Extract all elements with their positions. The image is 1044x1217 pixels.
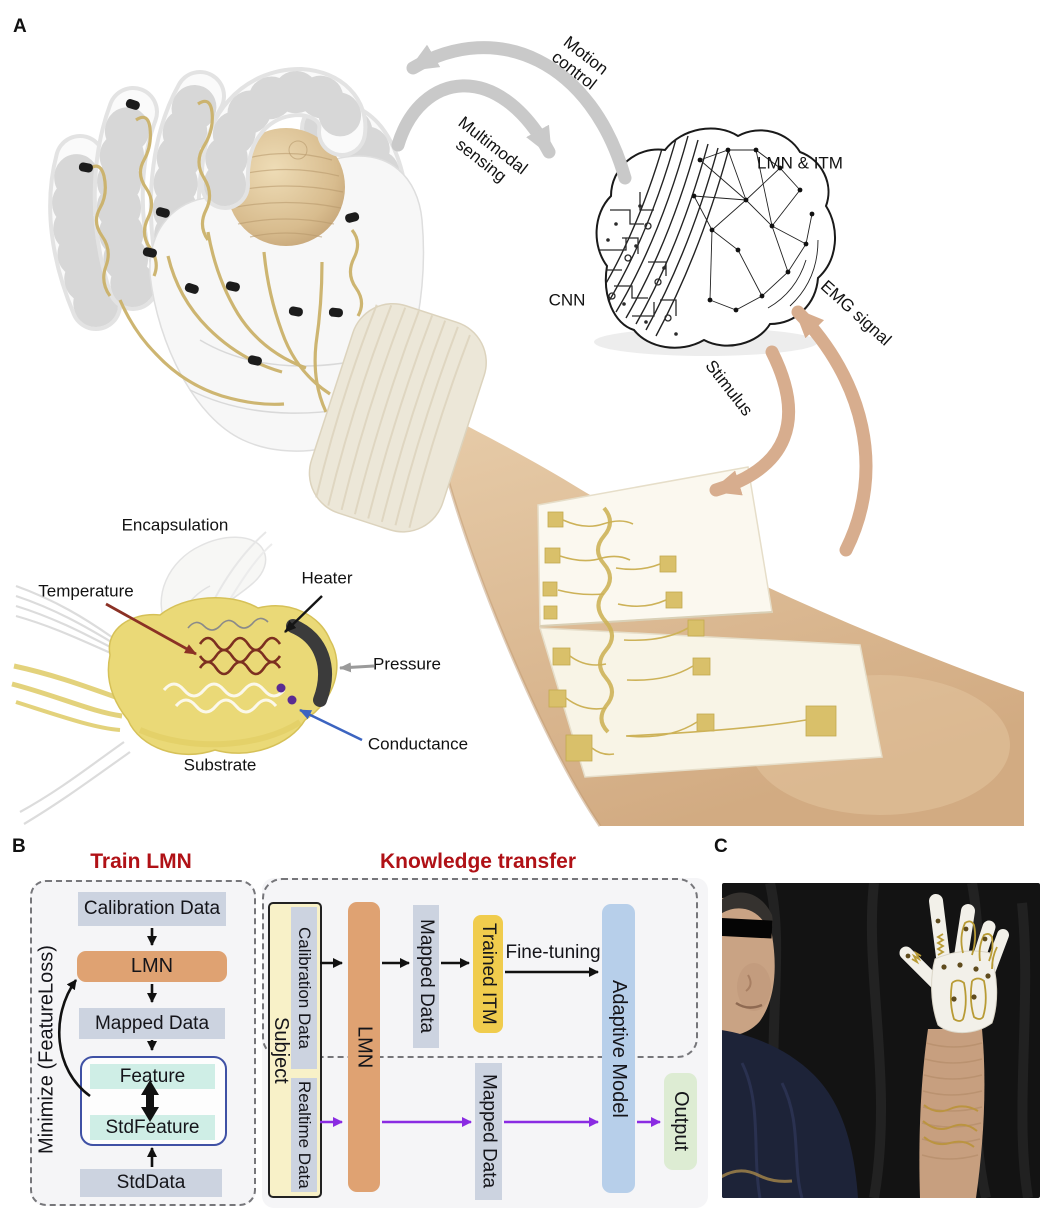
knuckle-screws: [905, 918, 991, 1002]
emg-signal-label: EMG signal: [817, 276, 896, 350]
pressure-leader-arrow: [339, 662, 375, 673]
panel-a-label: A: [13, 16, 27, 37]
motion-control-label: Motion control: [548, 32, 612, 94]
robotic-hand: [48, 66, 425, 452]
mouth-line: [735, 1001, 763, 1009]
adaptive-model-node: Adaptive Model: [602, 904, 635, 1193]
prosthetic-forearm: [919, 1029, 985, 1198]
brain-circuit-dots: [602, 204, 678, 336]
lmn-itm-label: LMN & ITM: [757, 153, 843, 173]
bandage-wrap: [308, 302, 487, 533]
fine-tuning-label: Fine-tuning: [505, 942, 601, 963]
panel-b-label: B: [12, 836, 26, 857]
brain-stripes: [596, 128, 729, 337]
kt-mapped-data-upper-node: Mapped Data: [413, 905, 439, 1048]
heater-label: Heater: [301, 568, 353, 588]
std-feature-node: StdFeature: [90, 1115, 215, 1140]
panel-c-photo: [722, 883, 1040, 1198]
substrate-label: Substrate: [183, 755, 257, 775]
train-mapped-data-node: Mapped Data: [79, 1008, 225, 1039]
encapsulation-ghost: [160, 531, 273, 637]
encapsulation-label: Encapsulation: [121, 515, 229, 535]
train-lmn-node: LMN: [77, 951, 227, 982]
multimodal-sensing-label: Multimodal sensing: [452, 112, 532, 187]
heater-leader-arrow: [284, 595, 323, 633]
white-serpentines: [162, 682, 286, 714]
prosthetic-hand-photo: [899, 894, 1009, 1034]
conductance-leader-arrow: [299, 708, 363, 742]
conductance-label: Conductance: [367, 734, 469, 754]
kt-mapped-data-lower-node: Mapped Data: [475, 1063, 502, 1200]
pressure-sensor-arc: [286, 619, 332, 707]
brain-circuit-half: [600, 192, 677, 322]
minimize-featureloss-label: Minimize (FeatureLoss): [35, 945, 58, 1155]
cnn-label: CNN: [548, 290, 586, 310]
heater-wire: [187, 617, 269, 631]
brain-network-half: [693, 149, 819, 311]
feature-compare-group: Feature StdFeature: [80, 1056, 227, 1146]
substrate-blob: [107, 597, 338, 756]
residual-arm: [433, 408, 1024, 827]
conductance-dot: [287, 695, 297, 705]
brain-arm-arrows: [709, 305, 873, 557]
hand-gold-serpentines: [911, 920, 998, 1022]
shirt-print: [722, 1169, 793, 1183]
panel-a-illustration: [11, 41, 1024, 827]
index-finger: [199, 66, 368, 210]
patch-electrode-pads: [542, 511, 837, 762]
hand-studs: [78, 99, 360, 366]
temperature-leader-arrow: [105, 602, 197, 656]
epidermal-electrode-patch: [537, 466, 883, 778]
train-lmn-group-box: [30, 880, 256, 1206]
panel-c-photo-art: [722, 883, 1040, 1198]
hair: [722, 892, 773, 930]
train-lmn-title: Train LMN: [90, 850, 192, 873]
temperature-label: Temperature: [38, 581, 134, 601]
ribbon-cables-gold: [11, 663, 125, 732]
output-node: Output: [664, 1073, 697, 1170]
feature-node: Feature: [90, 1064, 215, 1089]
subject-person: [722, 892, 858, 1198]
kt-lmn-node: LMN: [348, 902, 380, 1192]
hand-gold-traces: [86, 99, 364, 413]
pressure-label: Pressure: [372, 654, 442, 674]
nose-line: [745, 974, 752, 992]
temperature-coil: [198, 636, 282, 676]
panel-c-label: C: [714, 836, 728, 857]
trained-itm-node: Trained ITM: [473, 915, 503, 1033]
emg-signal-arrow: [791, 305, 873, 557]
knowledge-transfer-title: Knowledge transfer: [379, 850, 577, 873]
conductance-dot: [276, 683, 286, 693]
std-data-node: StdData: [80, 1169, 222, 1197]
subject-box: Subject Calibration Data Realtime Data: [268, 902, 322, 1198]
knowledge-transfer-group-box: [262, 878, 698, 1058]
shirt-folds: [740, 1062, 804, 1198]
patch-traces: [557, 506, 807, 756]
wooden-ball: [227, 128, 345, 246]
kt-realtime-data-node: Realtime Data: [291, 1078, 317, 1192]
privacy-bar: [722, 917, 773, 939]
ribbon-cables: [15, 584, 131, 825]
kt-calibration-data-node: Calibration Data: [291, 907, 317, 1069]
subject-label: Subject: [270, 1016, 292, 1084]
palm: [149, 155, 425, 452]
stimulus-label: Stimulus: [701, 356, 757, 420]
palm-plate: [931, 950, 998, 1034]
train-calibration-data-node: Calibration Data: [78, 892, 226, 926]
forearm-gold-pattern: [922, 1104, 979, 1148]
